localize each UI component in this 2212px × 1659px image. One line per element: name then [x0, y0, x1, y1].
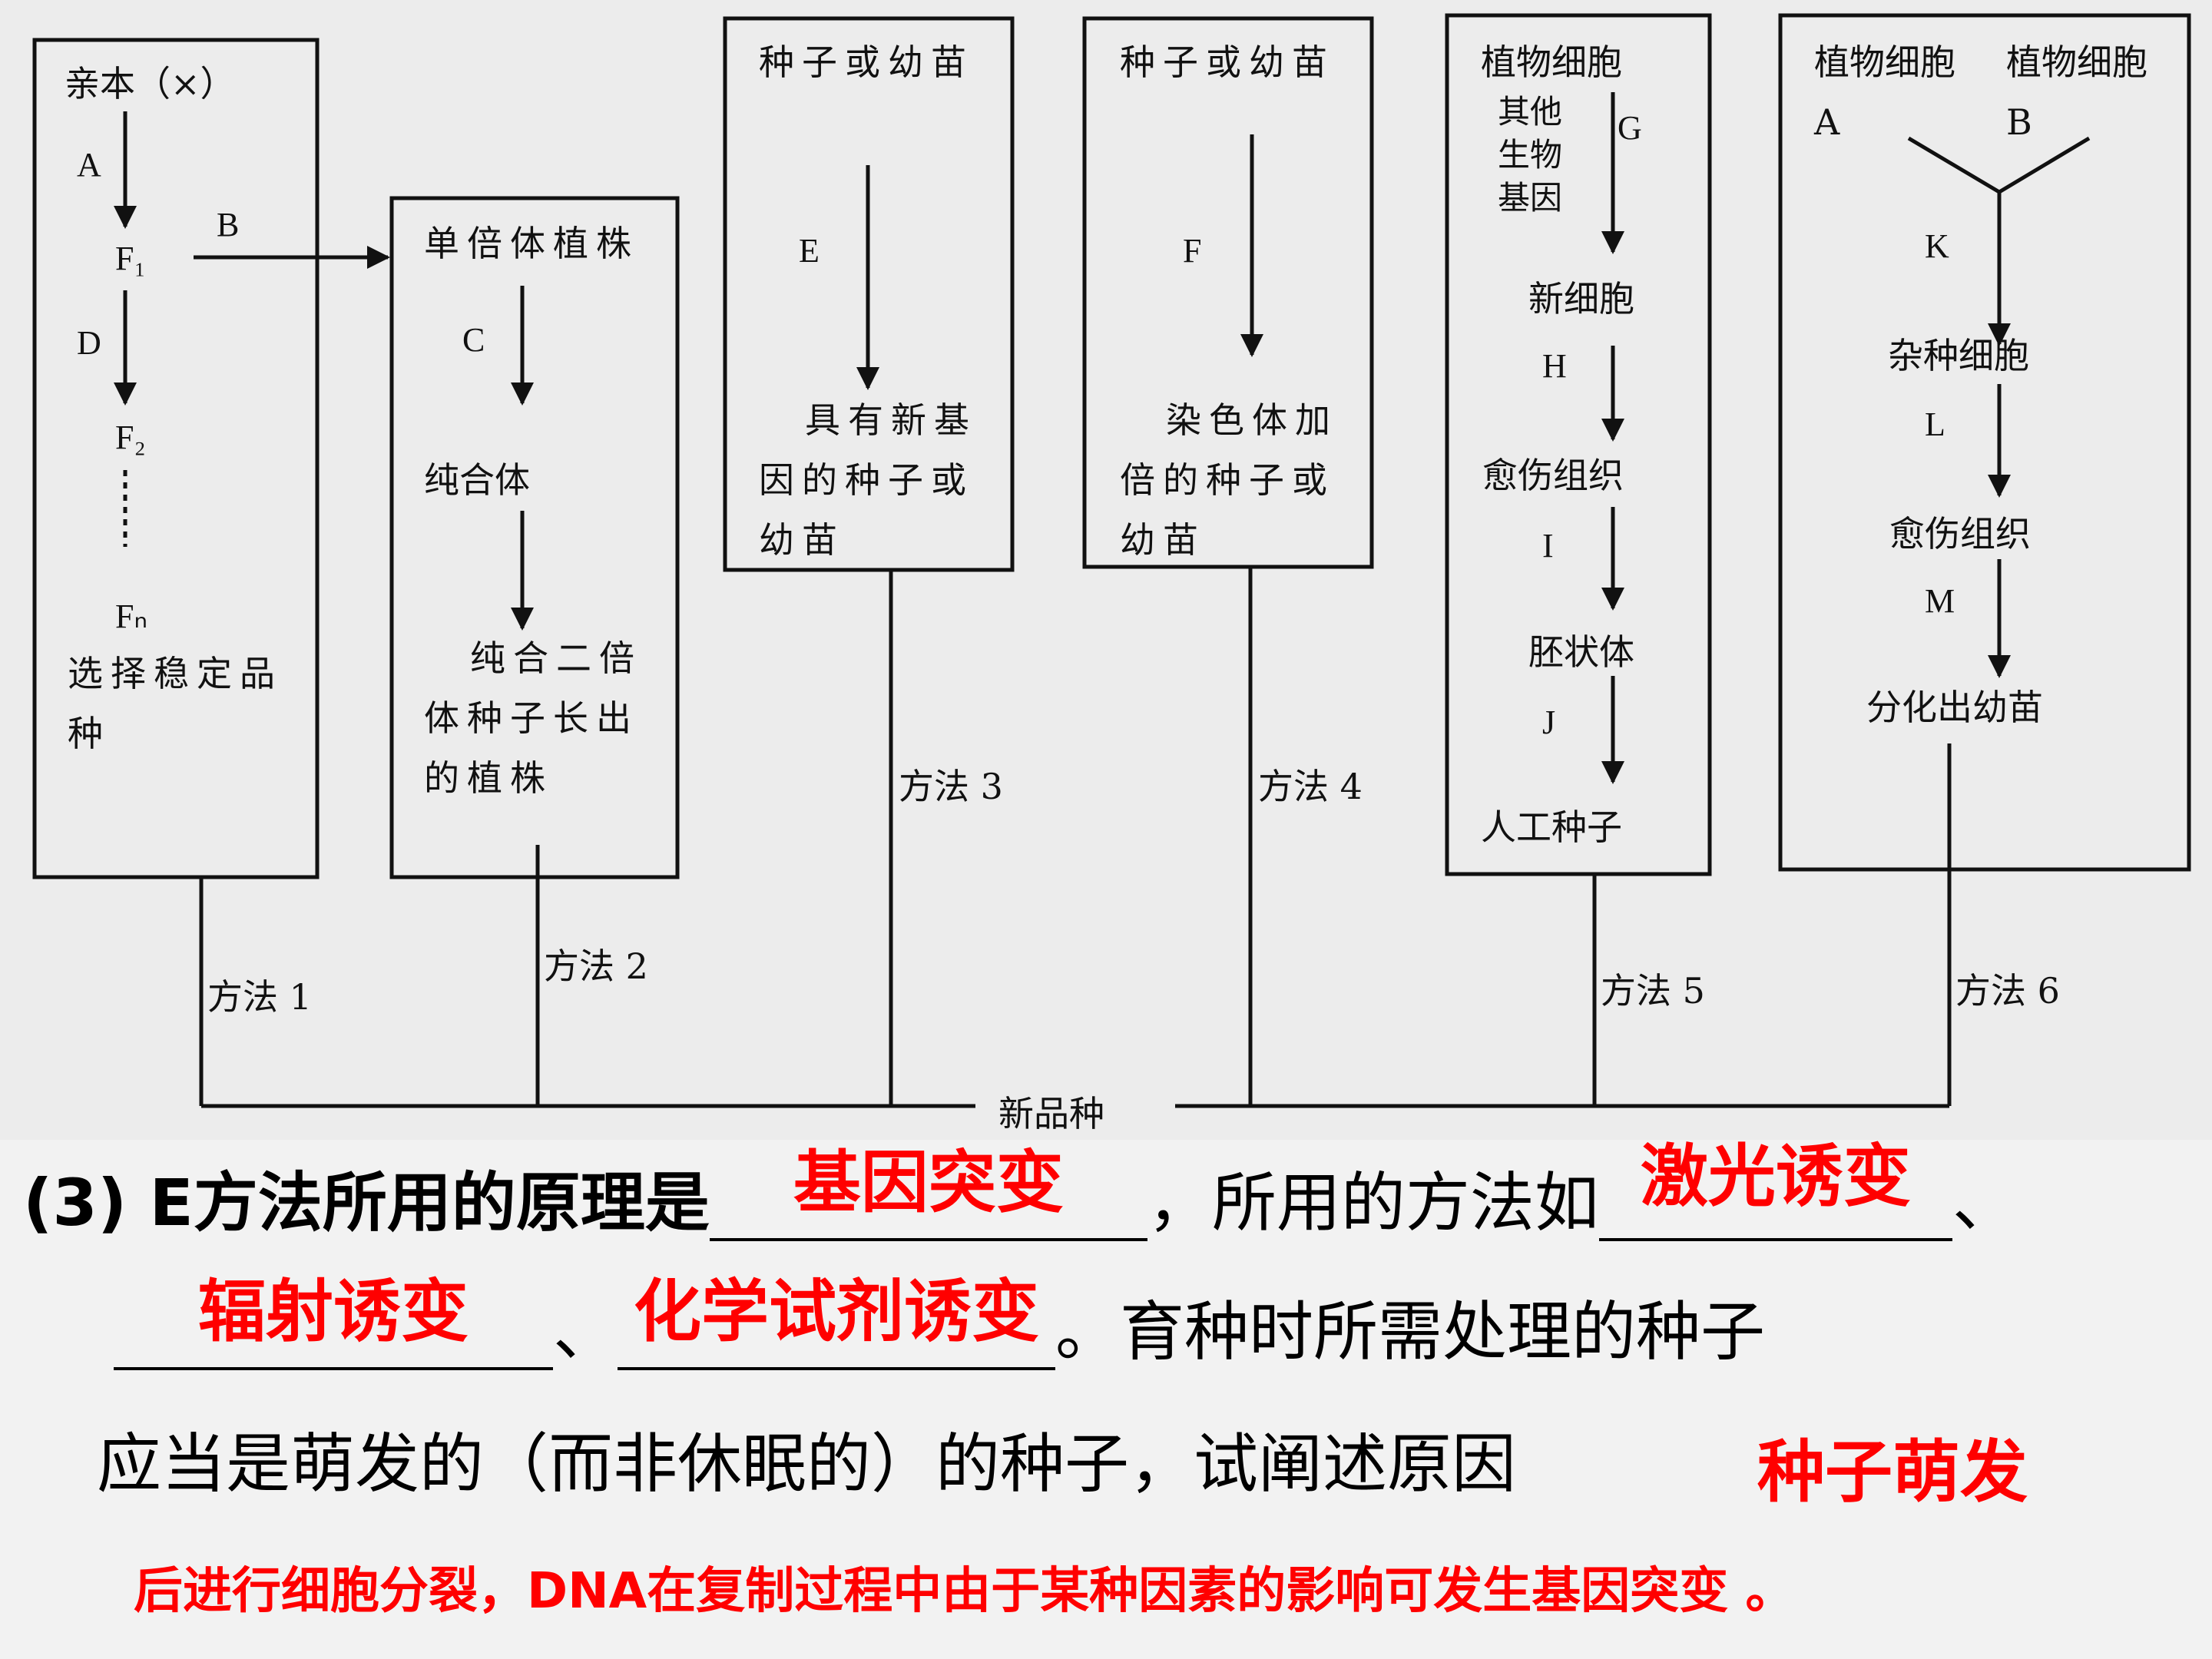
m5-other-genes: 其他生物基因 [1498, 93, 1563, 217]
m6-step2: 愈伤组织 [1889, 513, 2031, 555]
m3-result: 具有新基因的种子或幼苗 [759, 399, 977, 561]
m6-result: 分化出幼苗 [1866, 687, 2043, 728]
method-2-label: 方法 2 [544, 945, 648, 987]
m6-letter-l: L [1925, 406, 1945, 443]
m6-step1: 杂种细胞 [1888, 335, 2029, 376]
blank-4[interactable]: 化学试剂诱变 [618, 1273, 1056, 1370]
m5-step2: 愈伤组织 [1482, 455, 1624, 496]
m1-letter-b: B [217, 206, 240, 243]
m6-letter-m: M [1925, 582, 1955, 620]
blank-1[interactable]: 基因突变 [709, 1144, 1147, 1241]
m2-start: 单倍体植株 [424, 223, 639, 264]
question-line-2: 辐射诱变 、化学试剂诱变。育种时所需处理的种子 [114, 1273, 1766, 1370]
m5-letter-h: H [1542, 347, 1567, 385]
method-3-label: 方法 3 [899, 766, 1003, 807]
m1-f2: F₂ [115, 419, 146, 456]
method-4-label: 方法 4 [1258, 766, 1363, 807]
m6-cell-b: 植物细胞 B [2006, 41, 2147, 143]
m2-result: 纯合二倍体种子长出的植株 [424, 637, 642, 799]
blank-2[interactable]: 激光诱变 [1598, 1138, 1952, 1241]
diagram-area: 亲本（×） A B F₁ D F₂ Fₙ 选择稳定品种 单倍体植株 C 纯合体 … [32, 13, 2191, 1134]
question-area: (3) E方法所用的原理是基因突变，所用的方法如激光诱变、 辐射诱变、化学试剂诱… [0, 1138, 2212, 1659]
m6-cell-a: 植物细胞 A [1814, 41, 1955, 143]
m4-start: 种子或幼苗 [1120, 41, 1335, 83]
blank-3[interactable]: 辐射诱变 [114, 1273, 553, 1370]
m1-f1: F₁ [115, 240, 146, 277]
m5-letter-j: J [1542, 704, 1556, 741]
question-line-1: (3) E方法所用的原理是 基因突变 ，所用的方法如激光诱变、 [23, 1138, 2017, 1241]
m1-letter-d: D [77, 324, 101, 362]
answer-4: 化学试剂诱变 [634, 1272, 1040, 1351]
answer-6: 后进行细胞分裂，DNA在复制过程中由于某种因素的影响可发生基因突变 。 [134, 1563, 1795, 1620]
method-1-label: 方法 1 [207, 976, 312, 1018]
box-method-4 [1082, 16, 1374, 569]
m6-letter-k: K [1925, 227, 1949, 265]
m5-result: 人工种子 [1481, 806, 1622, 848]
m2-letter-c: C [462, 321, 485, 359]
m1-result: 选择稳定品种 [68, 653, 283, 754]
merge-y [1907, 136, 2091, 194]
method-6-label: 方法 6 [1955, 970, 2060, 1012]
m5-step1: 新细胞 [1528, 278, 1634, 320]
q1-prefix: (3) E方法所用的原理是 [23, 1165, 710, 1240]
box-method-6 [1778, 13, 2191, 872]
box-method-5 [1445, 13, 1712, 876]
q1-sep: 、 [1952, 1165, 2017, 1240]
m4-letter-f: F [1183, 232, 1202, 270]
answer-5: 种子萌发 [1757, 1432, 2028, 1512]
question-line-3: 应当是萌发的（而非休眠的）的种子，试阐述原因 [97, 1426, 1517, 1502]
flow-diagram [32, 13, 2191, 1108]
m5-step3: 胚状体 [1528, 631, 1634, 673]
m1-letter-a: A [77, 146, 101, 184]
answer-2: 激光诱变 [1640, 1137, 1911, 1216]
method-5-label: 方法 5 [1601, 970, 1705, 1012]
q2-sep: 、 [553, 1294, 618, 1369]
m3-letter-e: E [799, 232, 820, 270]
box-method-2 [389, 196, 680, 879]
m5-letter-g: G [1618, 109, 1642, 147]
m4-result: 染色体加倍的种子或幼苗 [1120, 399, 1338, 561]
m5-letter-i: I [1542, 527, 1554, 565]
m3-start: 种子或幼苗 [759, 41, 974, 83]
q2-rest: 。育种时所需处理的种子 [1055, 1294, 1766, 1369]
box-method-1 [32, 38, 320, 879]
output-label: 新品种 [998, 1093, 1104, 1134]
box-method-3 [723, 16, 1015, 572]
m2-mid: 纯合体 [424, 459, 530, 501]
answer-3: 辐射诱变 [197, 1272, 469, 1351]
m5-start: 植物细胞 [1481, 41, 1622, 83]
m1-fn: Fₙ [115, 598, 148, 635]
answer-1: 基因突变 [793, 1143, 1064, 1222]
m1-parent: 亲本（×） [65, 63, 236, 104]
q1-mid: ，所用的方法如 [1147, 1165, 1599, 1240]
